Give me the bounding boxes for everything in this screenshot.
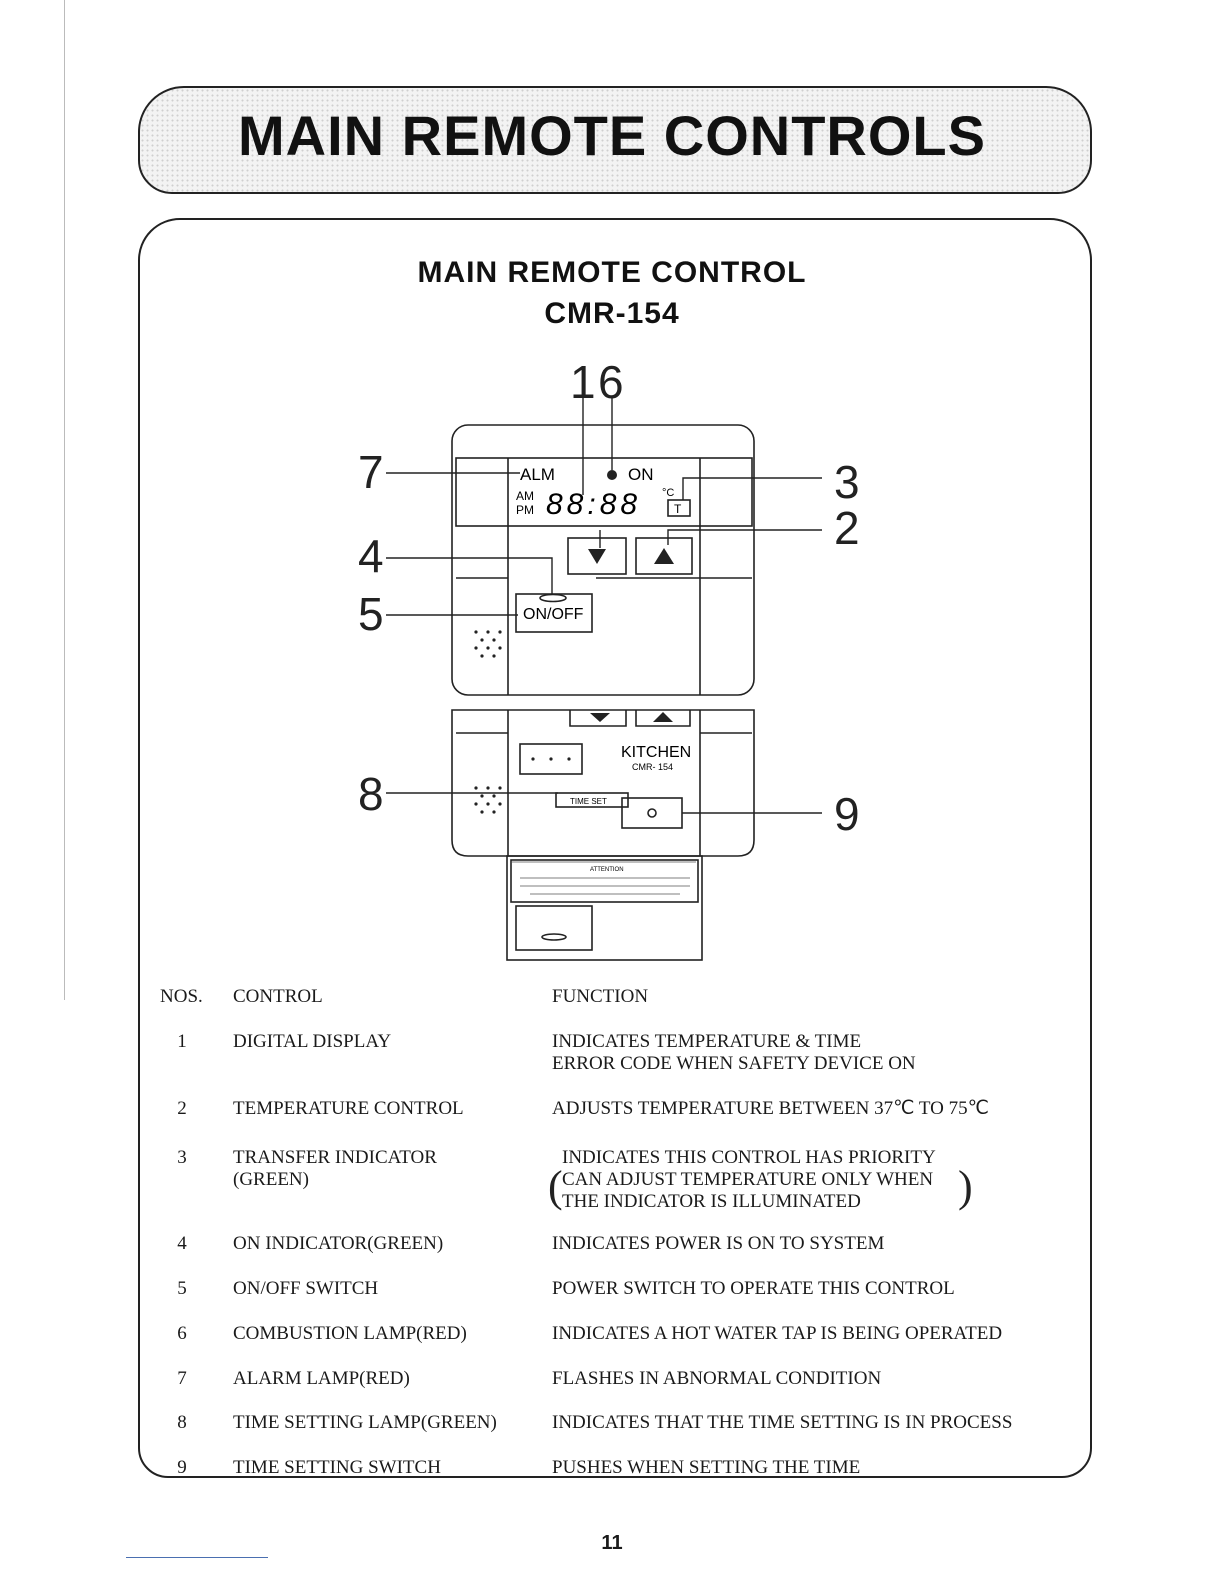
row-number: 7	[177, 1368, 187, 1389]
row-function: ADJUSTS TEMPERATURE BETWEEN 37℃ TO 75℃	[552, 1098, 989, 1119]
display-window	[455, 457, 753, 527]
instruction-flap	[506, 855, 703, 961]
combustion-lamp-icon	[607, 470, 617, 480]
alarm-label: ALM	[520, 465, 555, 484]
header-nos: NOS.	[160, 986, 203, 1007]
am-label: AM	[516, 489, 534, 503]
row-function: POWER SWITCH TO OPERATE THIS CONTROL	[552, 1278, 955, 1299]
onoff-label: ON/OFF	[523, 606, 584, 623]
row-number: 3	[177, 1147, 187, 1168]
page-heading: MAIN REMOTE CONTROL	[417, 256, 807, 289]
up-arrow-icon	[654, 548, 674, 564]
callout-9: 9	[834, 788, 860, 840]
row-control: ON/OFF SWITCH	[233, 1278, 379, 1299]
callout-6: 6	[598, 356, 624, 408]
header-control: CONTROL	[233, 986, 323, 1007]
up-arrow-icon-lower	[653, 712, 673, 722]
time-set-button	[555, 792, 629, 808]
row-number: 8	[177, 1412, 187, 1433]
row-control: COMBUSTION LAMP(RED)	[233, 1323, 467, 1344]
row-number: 1	[177, 1031, 187, 1052]
row-control: TIME SETTING LAMP(GREEN)	[233, 1412, 497, 1433]
on-label: ON	[628, 465, 654, 484]
model-heading: CMR-154	[544, 297, 680, 330]
row-control: ON INDICATOR(GREEN)	[233, 1233, 444, 1254]
temp-up-button	[635, 537, 693, 575]
page-number: 11	[601, 1532, 623, 1554]
row-function: FLASHES IN ABNORMAL CONDITION	[552, 1368, 882, 1389]
on-indicator	[539, 593, 567, 603]
callout-2: 2	[834, 502, 860, 554]
callout-8: 8	[358, 768, 384, 820]
row-number: 9	[177, 1457, 187, 1478]
callout-4: 4	[358, 530, 384, 582]
row-control: DIGITAL DISPLAY	[233, 1031, 392, 1052]
transfer-indicator	[667, 499, 691, 517]
callout-5: 5	[358, 588, 384, 640]
callout-3: 3	[834, 456, 860, 508]
row-function: INDICATES POWER IS ON TO SYSTEM	[552, 1233, 885, 1254]
banner-title: MAIN REMOTE CONTROLS	[238, 104, 986, 167]
row-number: 2	[177, 1098, 187, 1119]
row-function: INDICATES A HOT WATER TAP IS BEING OPERA…	[552, 1323, 1003, 1344]
row-function: INDICATES TEMPERATURE & TIME ERROR CODE …	[552, 1031, 916, 1074]
row-control: TIME SETTING SWITCH	[233, 1457, 441, 1478]
row-function: PUSHES WHEN SETTING THE TIME	[552, 1457, 861, 1478]
row-control: TRANSFER INDICATOR (GREEN)	[233, 1147, 437, 1190]
remote-unit-lower	[451, 709, 755, 857]
temp-down-button	[567, 537, 627, 575]
header-function: FUNCTION	[552, 986, 649, 1007]
row-function: INDICATES THAT THE TIME SETTING IS IN PR…	[552, 1412, 1013, 1433]
left-margin-line	[64, 0, 65, 1000]
time-set-label: TIME SET	[570, 797, 607, 806]
digit-display: 88:88	[546, 488, 641, 521]
brand-label: KITCHEN	[621, 744, 691, 761]
row-number: 6	[177, 1323, 187, 1344]
attention-label: ATTENTION	[590, 867, 624, 873]
model-label: CMR- 154	[632, 762, 673, 772]
callout-1: 1	[570, 356, 596, 408]
row-number: 5	[177, 1278, 187, 1299]
speaker-grille-icon-lower	[474, 786, 502, 814]
remote-control-diagram: ALM ON AM PM 88:88 °C T ON/OFF KITCHEN C…	[358, 356, 860, 961]
title-banner	[138, 86, 1092, 194]
speaker-grille-icon	[474, 630, 502, 658]
down-arrow-icon	[588, 549, 606, 564]
content-panel	[138, 218, 1092, 1478]
unit-label: °C	[662, 487, 674, 499]
transfer-label: T	[674, 502, 682, 516]
callout-7: 7	[358, 446, 384, 498]
remote-unit-upper	[451, 424, 755, 696]
sensor-window	[519, 743, 583, 775]
row-function: INDICATES THIS CONTROL HAS PRIORITY CAN …	[562, 1147, 936, 1212]
time-setting-switch	[621, 797, 683, 829]
pm-label: PM	[516, 503, 534, 517]
footer-line	[126, 1557, 268, 1558]
row-number: 4	[177, 1233, 187, 1254]
row-control: TEMPERATURE CONTROL	[233, 1098, 464, 1119]
down-arrow-icon-lower	[590, 713, 610, 722]
row-control: ALARM LAMP(RED)	[233, 1368, 410, 1389]
